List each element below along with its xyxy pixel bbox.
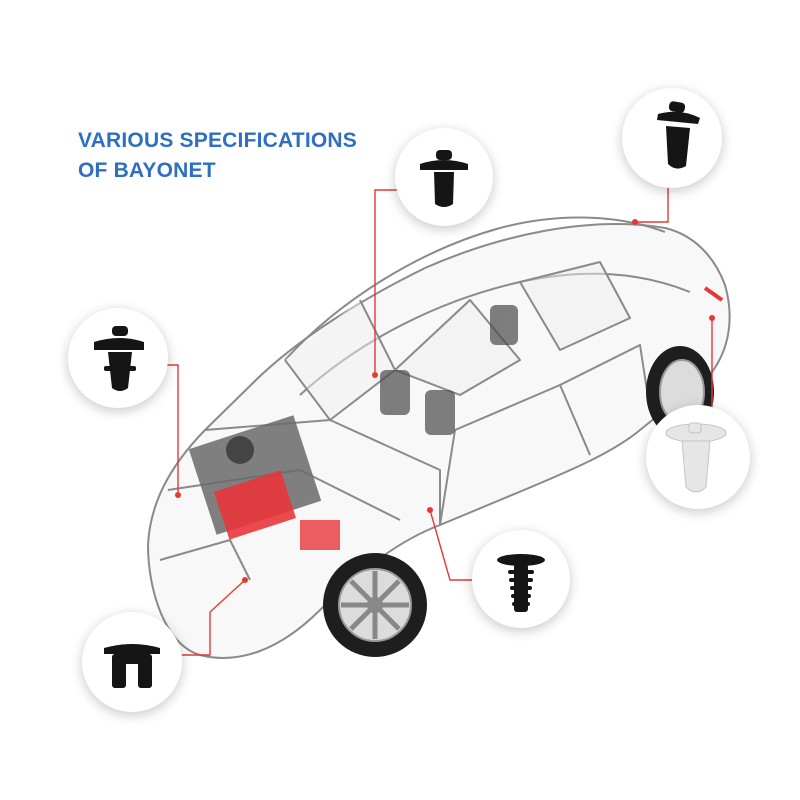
- push-rivet-clip-icon: [420, 150, 468, 207]
- callout-bottom-center: [472, 530, 570, 628]
- callout-top-right: [622, 88, 722, 188]
- callout-right: [646, 405, 750, 509]
- push-rivet-clip-icon: [657, 101, 700, 169]
- callout-left: [68, 308, 168, 408]
- callout-bottom-left: [82, 612, 182, 712]
- interior: [380, 305, 518, 435]
- leader-lines: [155, 178, 713, 656]
- callout-top-center: [395, 128, 493, 226]
- front-wheel: [323, 553, 427, 657]
- headline-line-2: OF BAYONET: [78, 159, 216, 182]
- push-rivet-clip-icon: [104, 644, 160, 688]
- headline-line-1: VARIOUS SPECIFICATIONS: [78, 129, 357, 152]
- fir-tree-screw-clip-icon: [497, 554, 545, 612]
- headline: VARIOUS SPECIFICATIONS OF BAYONET: [78, 126, 357, 186]
- push-rivet-clip-icon: [94, 326, 144, 391]
- christmas-tree-clip-icon: [665, 422, 727, 493]
- engine: [188, 415, 340, 550]
